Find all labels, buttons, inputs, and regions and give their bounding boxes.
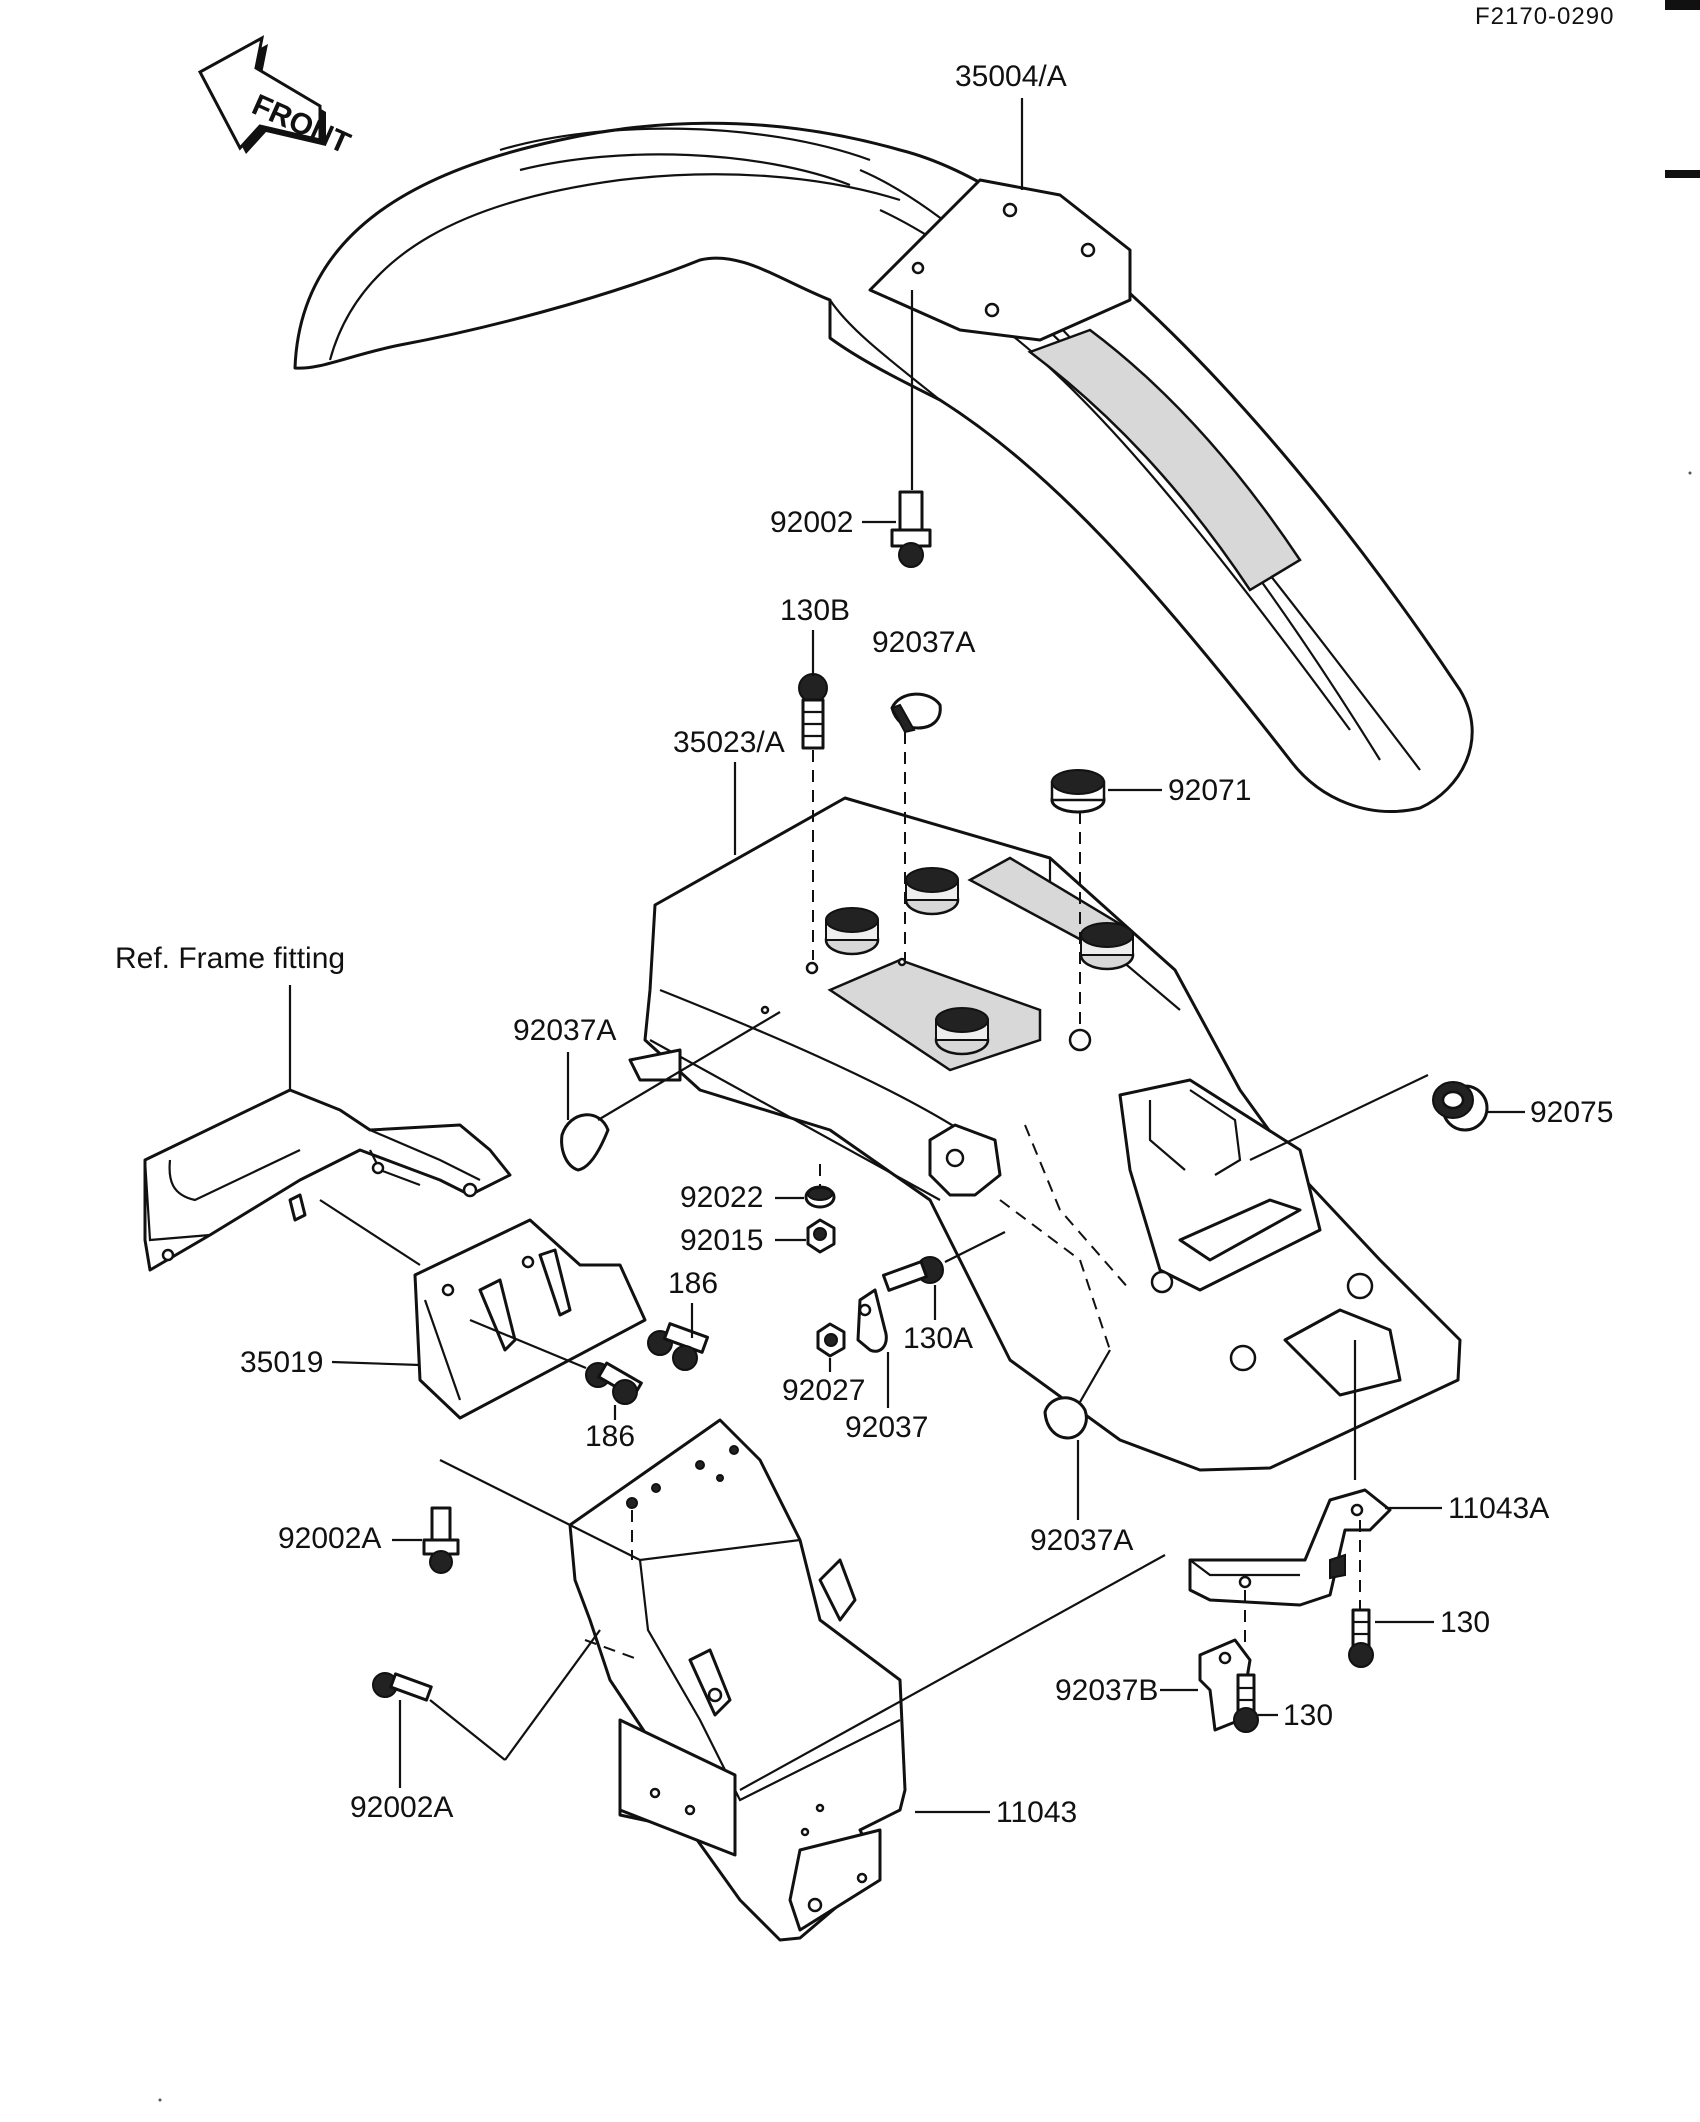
scan-speck xyxy=(1688,471,1692,475)
bolt-92002a-top xyxy=(422,1506,460,1574)
bolt-186-bottom xyxy=(469,1318,643,1405)
bolt-130a xyxy=(881,1231,1006,1292)
margin-mark-top xyxy=(1665,0,1700,10)
bolt-130-lower xyxy=(1233,1673,1259,1733)
figure-code: F2170-0290 xyxy=(1475,3,1614,30)
grommet-92071 xyxy=(1050,769,1106,1030)
clip-92037a-left xyxy=(560,1011,781,1172)
mudguard-11043 xyxy=(439,1418,1166,1942)
label-130-right: 130 xyxy=(1440,1606,1490,1639)
label-186-bottom: 186 xyxy=(585,1420,635,1453)
grommet-icon xyxy=(824,867,1135,1056)
label-92037a-bottom: 92037A xyxy=(1030,1524,1133,1557)
label-92027: 92027 xyxy=(782,1374,865,1407)
label-186-top: 186 xyxy=(668,1267,718,1300)
reference-note: Ref. Frame fitting xyxy=(115,942,345,975)
bolt-92002 xyxy=(890,290,932,568)
label-92075: 92075 xyxy=(1530,1096,1613,1129)
clamp-92037 xyxy=(856,1288,888,1353)
margin-mark-middle xyxy=(1665,170,1700,178)
bolt-186-top xyxy=(647,1322,710,1371)
label-35004a: 35004/A xyxy=(955,60,1067,93)
label-92037a-top: 92037A xyxy=(872,626,975,659)
label-130b: 130B xyxy=(780,594,850,627)
rear-fender xyxy=(628,796,1462,1472)
bolt-130-right xyxy=(1348,1608,1374,1668)
label-92015: 92015 xyxy=(680,1224,763,1257)
nut-92015 xyxy=(806,1218,836,1254)
label-11043a: 11043A xyxy=(1448,1492,1549,1525)
frame-fitting xyxy=(143,1088,512,1272)
leader-35019 xyxy=(331,1360,421,1367)
front-fender xyxy=(293,121,1474,813)
label-130-lower: 130 xyxy=(1283,1699,1333,1732)
label-35019: 35019 xyxy=(240,1346,323,1379)
label-92002a-top: 92002A xyxy=(278,1522,381,1555)
label-92002a-bottom: 92002A xyxy=(350,1791,453,1824)
clip-92037a-bottom xyxy=(1043,1349,1111,1440)
label-35023a: 35023/A xyxy=(673,726,785,759)
grommet-92075 xyxy=(1249,1074,1489,1161)
bolt-92002a-bottom xyxy=(372,1629,601,1761)
label-92037a-left: 92037A xyxy=(513,1014,616,1047)
label-92002: 92002 xyxy=(770,506,853,539)
scan-speck xyxy=(158,2098,162,2102)
bracket-35019 xyxy=(319,1199,647,1420)
nut-92027 xyxy=(816,1322,846,1358)
clip-92037a-top xyxy=(890,692,942,960)
label-92037: 92037 xyxy=(845,1411,928,1444)
label-92037b: 92037B xyxy=(1055,1674,1158,1707)
label-11043: 11043 xyxy=(996,1796,1077,1829)
label-92022: 92022 xyxy=(680,1181,763,1214)
front-arrow-icon: FRONT xyxy=(197,35,355,160)
collar-92022 xyxy=(804,1164,836,1209)
label-92071: 92071 xyxy=(1168,774,1251,807)
label-130a: 130A xyxy=(903,1322,973,1355)
bracket-11043a xyxy=(1188,1340,1392,1650)
